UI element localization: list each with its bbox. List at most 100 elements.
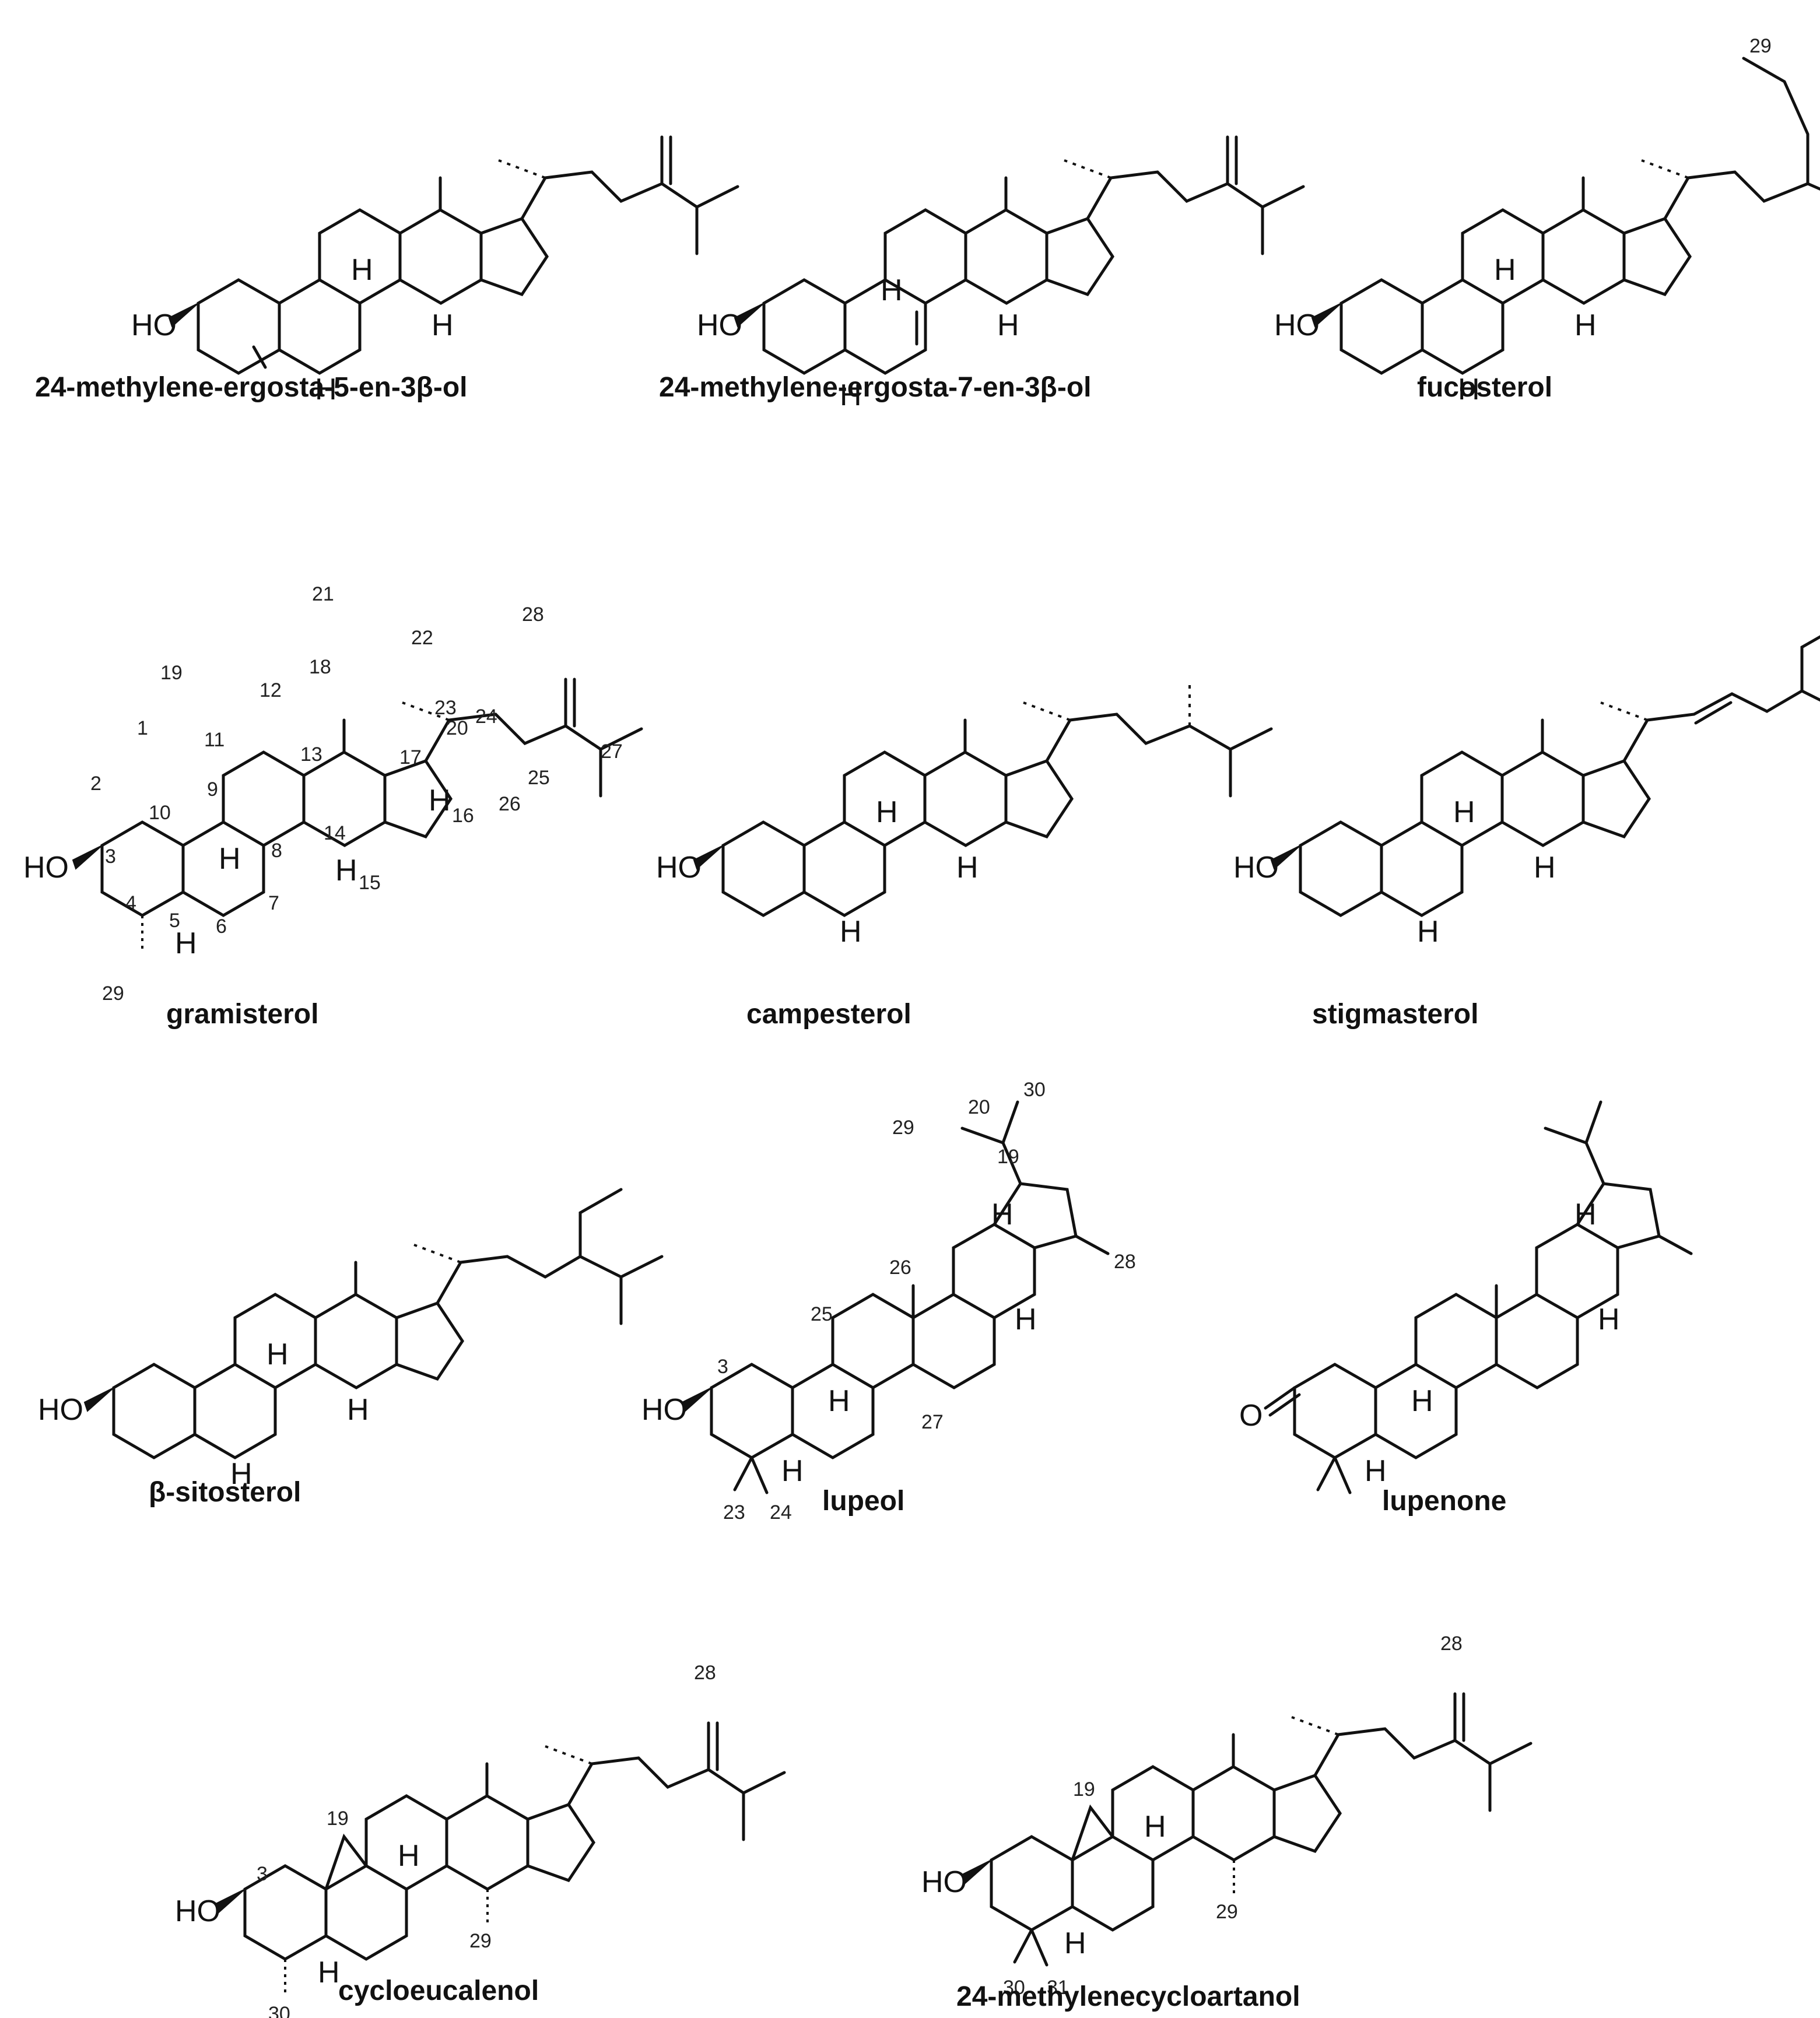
atom-label: H	[175, 926, 197, 960]
atom-label: H	[1453, 795, 1475, 829]
atom-label: HO	[175, 1894, 220, 1928]
compound-6-structure: HO H H H	[1233, 635, 1820, 949]
atom-number-label: 23	[434, 697, 457, 719]
atom-label: H	[881, 273, 903, 307]
compound-name: 24-methylene-ergosta-7-en-3β-ol	[659, 372, 1091, 403]
hydroxyl-label: HO	[131, 308, 177, 342]
atom-number-label: 23	[723, 1501, 745, 1524]
atom-number-label: 19	[327, 1808, 349, 1830]
atom-label: H	[335, 854, 357, 887]
atom-label: H	[840, 915, 862, 949]
atom-number-label: 17	[399, 746, 422, 768]
atom-label: H	[347, 1393, 369, 1427]
atom-label: HO	[641, 1393, 687, 1427]
compound-name: β-sitosterol	[149, 1477, 301, 1508]
atom-label: H	[1064, 1926, 1086, 1960]
atom-label: H	[351, 253, 373, 287]
atom-number-label: 11	[204, 729, 225, 751]
atom-number-label: 8	[271, 840, 282, 862]
atom-number-label: 29	[102, 982, 124, 1005]
atom-number-label: 29	[469, 1930, 492, 1952]
atom-number-label: 13	[300, 743, 322, 766]
compound-8-structure: HO H H H H 3 19 20 23 24 25 26 27 28 29 …	[641, 1079, 1136, 1524]
atom-label: H	[398, 1839, 420, 1873]
atom-label: H	[876, 795, 898, 829]
atom-number-label: 9	[207, 778, 218, 801]
atom-label: H	[1015, 1303, 1037, 1336]
atom-number-label: 7	[268, 892, 279, 914]
atom-label: H	[991, 1198, 1014, 1231]
atom-label: HO	[1233, 851, 1279, 885]
atom-number-label: 28	[694, 1662, 716, 1684]
atom-number-label: 1	[137, 717, 148, 739]
atom-number-label: 21	[312, 583, 334, 605]
atom-number-label: 22	[411, 627, 433, 649]
compound-5-structure: HO H H H	[656, 685, 1273, 949]
atom-number-label: 24	[770, 1501, 792, 1524]
atom-label: H	[219, 842, 241, 876]
atom-number-label: 16	[452, 805, 474, 827]
atom-label: H	[318, 1956, 340, 1989]
compound-name: lupenone	[1382, 1486, 1506, 1517]
atom-label: H	[1365, 1454, 1387, 1488]
atom-label: H	[828, 1384, 850, 1418]
atom-number-label: 28	[522, 603, 544, 626]
atom-number-label: 29	[1749, 35, 1772, 57]
atom-number-label: 30	[1003, 1977, 1025, 1999]
compound-9-structure: O H H H H	[1239, 1100, 1693, 1494]
atom-label: H	[429, 784, 451, 817]
compound-name: campesterol	[746, 999, 911, 1030]
atom-label: HO	[656, 851, 702, 885]
atom-label: H	[956, 851, 979, 885]
atom-number-label: 25	[528, 767, 550, 789]
atom-label: H	[1494, 253, 1516, 287]
atom-label: H	[1144, 1810, 1166, 1844]
compound-name: 24-methylenecycloartanol	[956, 1981, 1300, 2012]
atom-number-label: 4	[125, 892, 136, 914]
atom-number-label: 3	[105, 845, 116, 868]
atom-number-label: 3	[257, 1863, 268, 1885]
atom-label: HO	[697, 308, 742, 342]
atom-number-label: 26	[889, 1257, 911, 1279]
atom-number-label: 28	[1114, 1251, 1136, 1273]
atom-number-label: 24	[475, 706, 497, 728]
compound-name: fucosterol	[1417, 372, 1552, 403]
atom-label: HO	[38, 1393, 83, 1427]
atom-number-label: 12	[260, 679, 282, 701]
atom-number-label: 19	[1073, 1778, 1095, 1801]
atom-number-label: 19	[160, 662, 183, 684]
atom-number-label: 29	[892, 1117, 914, 1139]
atom-number-label: 10	[149, 802, 171, 824]
atom-label: H	[1458, 373, 1480, 406]
compound-7-structure: HO H H H	[38, 1188, 664, 1491]
atom-label: H	[1598, 1303, 1620, 1336]
atom-number-label: 6	[216, 915, 227, 938]
atom-number-label: 25	[811, 1303, 833, 1325]
atom-number-label: 30	[1023, 1079, 1046, 1101]
atom-number-label: 28	[1440, 1633, 1463, 1655]
atom-label: HO	[921, 1865, 967, 1899]
compound-11-structure: HO H H 19 28 29 30 31	[921, 1633, 1531, 1999]
atom-number-label: 26	[499, 793, 521, 815]
compound-10-structure: HO H H 3 19 28 29 30	[175, 1662, 784, 2018]
atom-label: H	[840, 378, 862, 412]
atom-number-label: 19	[997, 1146, 1019, 1168]
compound-name: 24-methylene-ergosta-5-en-3β-ol	[35, 372, 467, 403]
atom-label: H	[1574, 308, 1597, 342]
atom-number-label: 30	[268, 2003, 290, 2018]
compound-4-structure: HO H H H H 1 2 3 4 5 6 7 8 9 10 11 12 13…	[23, 583, 641, 1005]
atom-label: H	[781, 1454, 804, 1488]
atom-number-label: 27	[921, 1411, 944, 1433]
atom-number-label: 2	[90, 773, 101, 795]
compound-name: stigmasterol	[1312, 999, 1478, 1030]
atom-number-label: 20	[446, 717, 468, 739]
atom-label: H	[1574, 1198, 1597, 1231]
atom-label: O	[1239, 1399, 1263, 1433]
atom-label: H	[230, 1457, 253, 1491]
atom-number-label: 14	[324, 822, 346, 844]
atom-number-label: 31	[1047, 1977, 1069, 1999]
atom-label: HO	[1274, 308, 1320, 342]
atom-number-label: 20	[968, 1096, 990, 1118]
atom-number-label: 18	[309, 656, 331, 678]
